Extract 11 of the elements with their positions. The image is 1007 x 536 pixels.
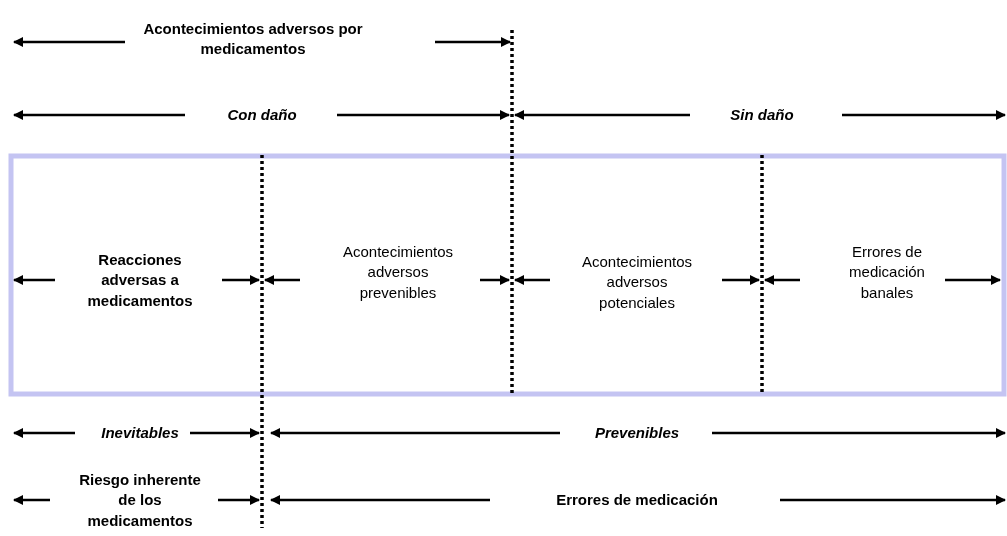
category-label: Errores de medicación banales: [848, 241, 926, 303]
span-label: Prevenibles: [593, 422, 681, 443]
category-label: Acontecimientos adversos potenciales: [580, 251, 694, 313]
span-label: Con daño: [226, 104, 298, 125]
category-label: Riesgo inherente de los medicamentos: [78, 469, 202, 531]
span-label: Sin daño: [729, 104, 795, 125]
category-label: Reacciones adversas a medicamentos: [86, 249, 194, 311]
category-label: Acontecimientos adversos por medicamentos: [142, 18, 364, 59]
span-label: Inevitables: [100, 422, 180, 443]
category-label: Errores de medicación: [555, 489, 719, 510]
category-label: Acontecimientos adversos prevenibles: [341, 241, 455, 303]
